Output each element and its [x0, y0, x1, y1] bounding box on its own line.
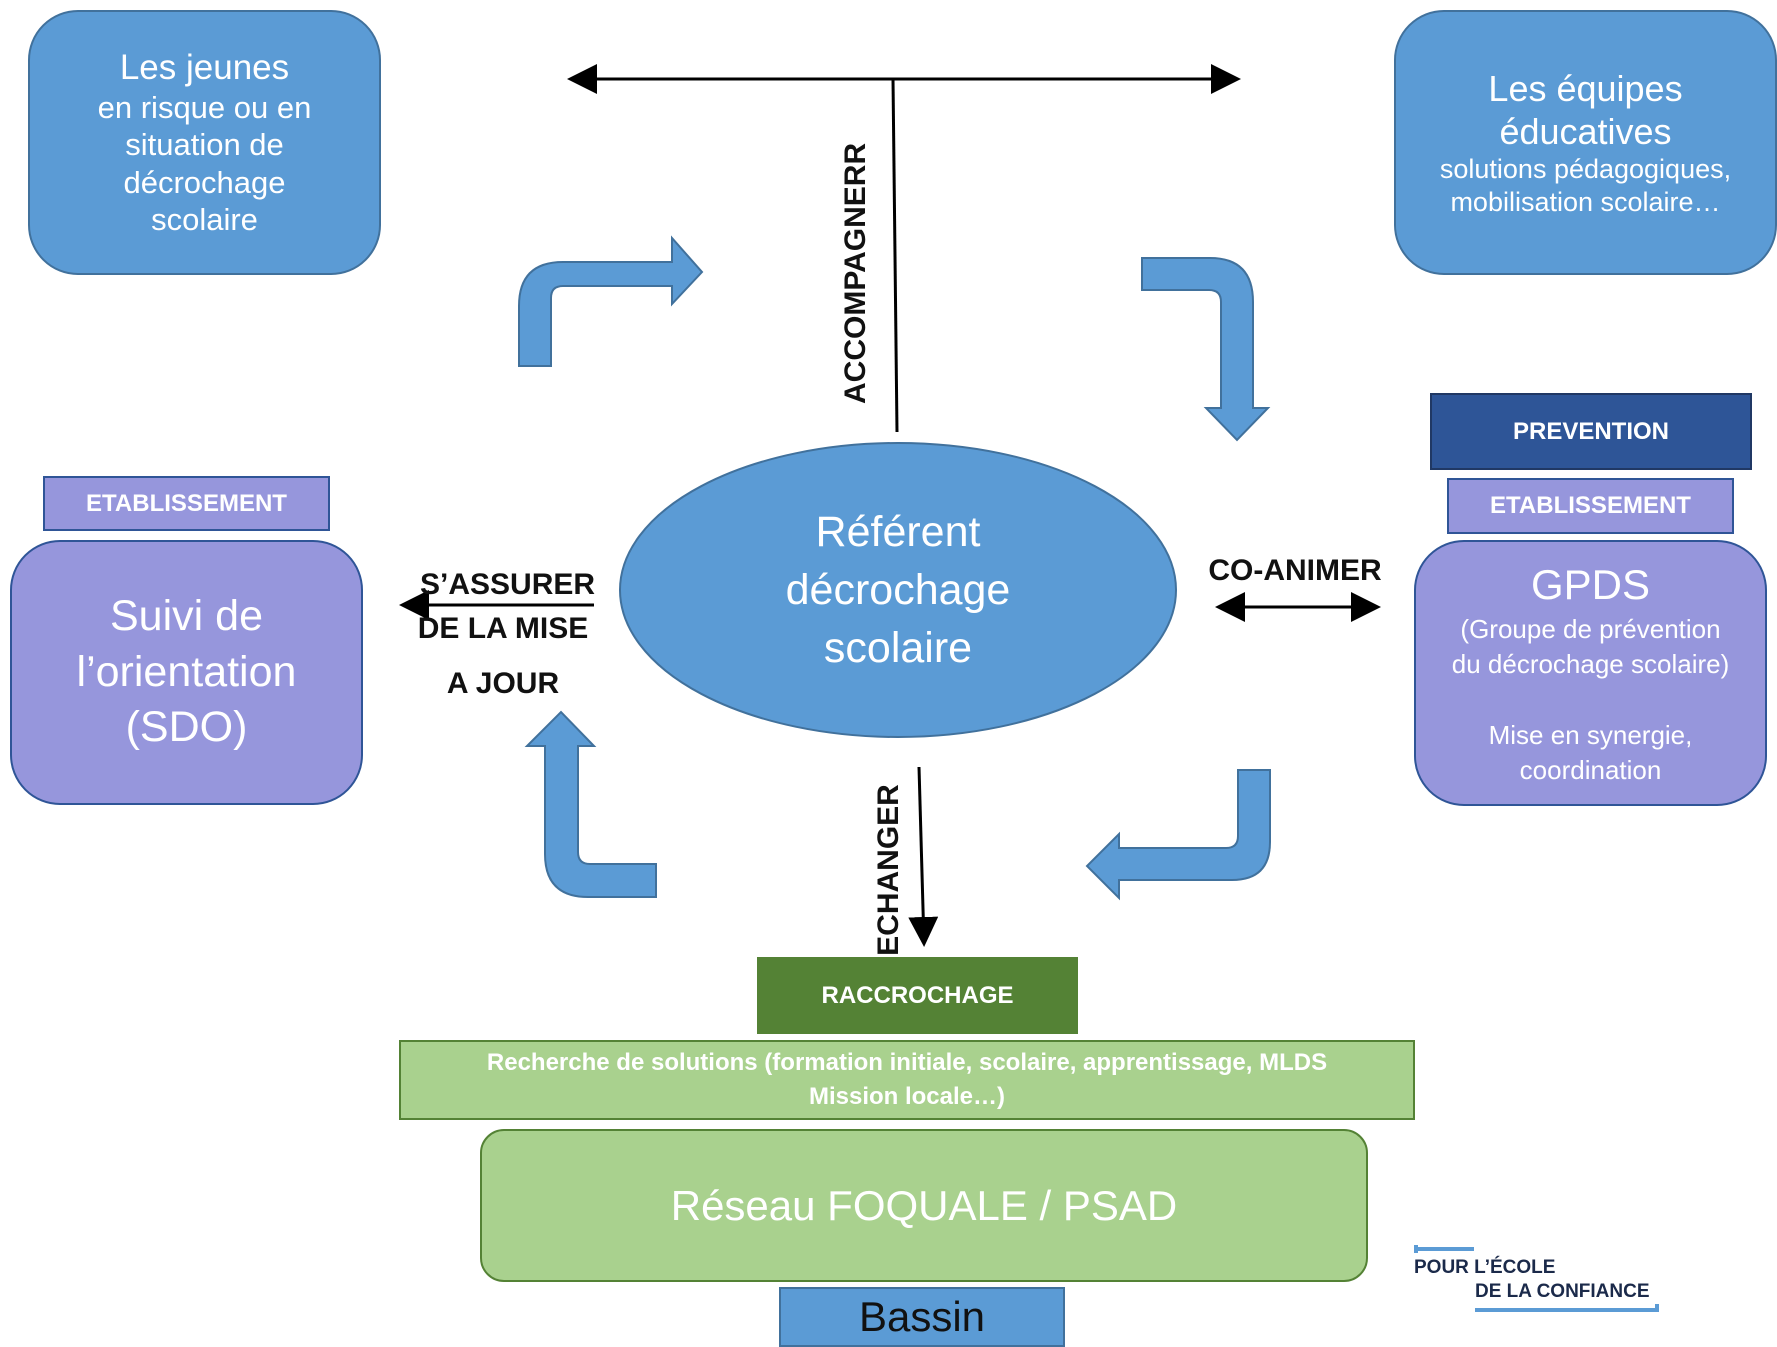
recherche-line-2: Mission locale…)	[808, 1083, 1006, 1110]
equipes-title-2: éducatives	[1499, 111, 1672, 153]
recherche-band: Recherche de solutions (formation initia…	[399, 1040, 1415, 1120]
logo-bar-bottom-tick	[1655, 1304, 1659, 1312]
logo-line-1: POUR L’ÉCOLE	[1414, 1257, 1556, 1278]
logo-bar-top-tick	[1414, 1245, 1418, 1253]
reseau-label: Réseau FOQUALE / PSAD	[670, 1181, 1178, 1229]
jeunes-title: Les jeunes	[119, 48, 290, 88]
echanger-arrow	[908, 766, 939, 947]
bassin-label: Bassin	[858, 1293, 986, 1340]
right-etablissement-tag: ETABLISSEMENT	[1447, 478, 1734, 534]
equipes-box: Les équipes éducatives solutions pédagog…	[1394, 10, 1777, 275]
raccrochage-label: RACCROCHAGE	[821, 981, 1014, 1009]
equipes-line-2: mobilisation scolaire…	[1450, 186, 1721, 217]
referent-ellipse	[619, 442, 1177, 738]
bassin-box: Bassin	[779, 1287, 1065, 1347]
bent-arrow-bottom-right	[1085, 769, 1271, 901]
bent-arrow-bottom-left	[524, 710, 657, 898]
gpds-line-1: (Groupe de prévention	[1460, 614, 1721, 645]
equipes-line-1: solutions pédagogiques,	[1439, 154, 1732, 185]
sdo-line-1: Suivi de	[110, 591, 263, 640]
jeunes-box: Les jeunes en risque ou en situation de …	[28, 10, 381, 275]
referent-line-2: décrochage	[785, 565, 1011, 614]
gpds-line-2: du décrochage scolaire)	[1451, 649, 1730, 680]
jeunes-line-3: décrochage	[123, 164, 286, 200]
prevention-tag: PREVENTION	[1430, 393, 1752, 470]
jeunes-line-2: situation de	[125, 127, 284, 163]
jeunes-line-4: scolaire	[151, 201, 258, 237]
referent-line-3: scolaire	[823, 624, 973, 673]
right-etablissement-label: ETABLISSEMENT	[1490, 492, 1691, 519]
bent-arrow-top-left	[518, 235, 704, 367]
gpds-title: GPDS	[1530, 560, 1651, 608]
logo-line-2: DE LA CONFIANCE	[1475, 1281, 1650, 1302]
gpds-line-3: Mise en synergie,	[1488, 720, 1693, 751]
accompagner-stem	[891, 78, 899, 433]
sassurer-line-3: A JOUR	[446, 667, 560, 700]
equipes-title-1: Les équipes	[1488, 67, 1683, 109]
jeunes-line-1: en risque ou en	[97, 90, 312, 126]
sdo-line-2: l’orientation	[76, 647, 297, 696]
accompagner-label: ACCOMPAGNERR	[839, 142, 872, 404]
gpds-box: GPDS (Groupe de prévention du décrochage…	[1414, 540, 1767, 806]
logo-bar-top	[1414, 1247, 1474, 1251]
logo-bar-bottom	[1475, 1308, 1658, 1312]
sassurer-line-1: S’ASSURER	[420, 568, 596, 601]
referent-text: Référent décrochage scolaire	[660, 500, 1136, 680]
gpds-line-4: coordination	[1519, 755, 1662, 786]
echanger-label: ECHANGER	[872, 784, 905, 956]
bent-arrow-top-right	[1141, 257, 1271, 442]
sdo-line-3: (SDO)	[125, 703, 248, 752]
reseau-box: Réseau FOQUALE / PSAD	[480, 1129, 1368, 1282]
left-etablissement-label: ETABLISSEMENT	[86, 489, 287, 517]
sassurer-line-2: DE LA MISE	[417, 612, 589, 645]
raccrochage-tag: RACCROCHAGE	[757, 957, 1078, 1034]
co-animer-label: CO-ANIMER	[1208, 554, 1382, 587]
referent-line-1: Référent	[815, 507, 981, 556]
prevention-label: PREVENTION	[1512, 417, 1670, 445]
recherche-line-1: Recherche de solutions (formation initia…	[486, 1049, 1328, 1077]
sdo-box: Suivi de l’orientation (SDO)	[10, 540, 363, 805]
ecole-confiance-logo: POUR L’ÉCOLE DE LA CONFIANCE	[1412, 1245, 1662, 1320]
left-etablissement-tag: ETABLISSEMENT	[43, 476, 330, 531]
